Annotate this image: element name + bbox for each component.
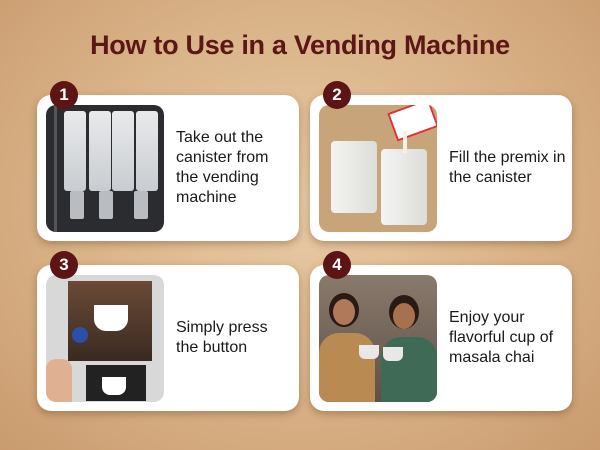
step-text: Take out the canister from the vending m…	[176, 129, 269, 206]
step-text: Simply press the button	[176, 319, 268, 356]
enjoy-chai-image	[319, 275, 437, 402]
step-badge: 4	[323, 251, 351, 279]
step-badge: 3	[50, 251, 78, 279]
step-card-3: 3 Simply press the button	[37, 251, 299, 411]
step-text: Fill the premix in the canister	[449, 149, 566, 186]
step-card-2: 2 Fill the premix in the canister	[310, 81, 572, 241]
step-card-1: 1 Take out the canister from the vending…	[37, 81, 299, 241]
page-title: How to Use in a Vending Machine	[90, 30, 510, 60]
step-badge: 1	[50, 81, 78, 109]
fill-premix-image	[319, 105, 437, 232]
step-card-4: 4 Enjoy your flavorful cup of masala cha…	[310, 251, 572, 411]
step-badge: 2	[323, 81, 351, 109]
press-button-image	[46, 275, 164, 402]
canister-machine-image	[46, 105, 164, 232]
step-text: Enjoy your flavorful cup of masala chai	[449, 309, 554, 366]
